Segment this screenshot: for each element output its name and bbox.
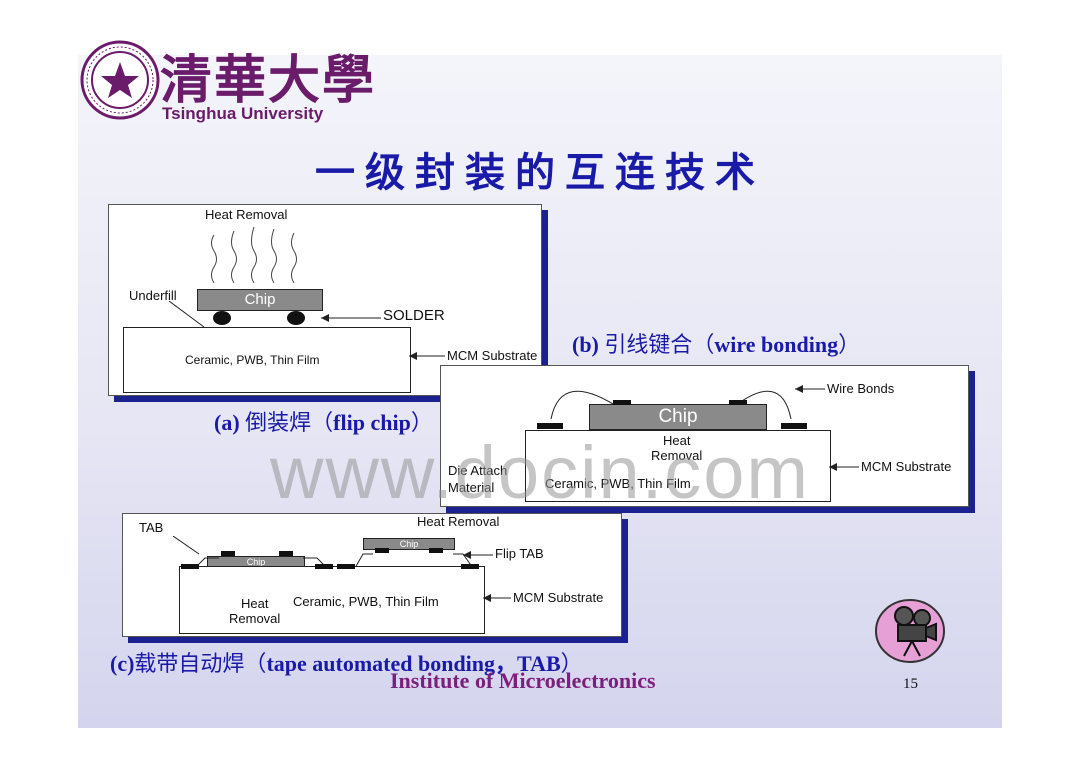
caption-a: (a) 倒装焊（flip chip） — [214, 410, 433, 435]
substrate-label: Ceramic, PWB, Thin Film — [545, 476, 691, 491]
flip-tab-pad — [375, 548, 389, 553]
heat-removal-label: Heat Removal — [205, 207, 288, 222]
chip-block: Chip — [589, 404, 767, 430]
watermark-text: www.docin.com — [270, 431, 811, 514]
underfill-label: Underfill — [129, 288, 177, 303]
die-attach-label: Die Attach — [448, 463, 508, 478]
chip-block: Chip — [197, 289, 323, 311]
bond-pad — [781, 423, 807, 429]
page-number: 15 — [903, 676, 918, 692]
mcm-substrate-label: MCM Substrate — [513, 590, 604, 605]
substrate-pad — [461, 564, 479, 569]
footer-institute: Institute of Microelectronics — [390, 668, 656, 693]
wire-bonds-arrow — [795, 385, 825, 393]
substrate-block — [123, 327, 411, 393]
panel-wire-bonding: Wire Bonds Chip Heat Removal MCM Substra… — [440, 365, 969, 507]
mcm-substrate-label: MCM Substrate — [447, 348, 538, 363]
panel-flip-chip: Heat Removal Underfill Chip SOLDER Ceram… — [108, 204, 542, 396]
bond-pad — [537, 423, 563, 429]
solder-ball — [287, 311, 305, 325]
solder-label: SOLDER — [383, 307, 445, 324]
flip-tab-pad — [429, 548, 443, 553]
chip-pad — [613, 400, 631, 405]
flip-tab-label: Flip TAB — [495, 546, 544, 561]
removal-label: Removal — [229, 611, 281, 626]
substrate-pad — [337, 564, 355, 569]
logo-chinese-text: 清華大學 — [160, 50, 377, 111]
heat-removal-top-label: Heat Removal — [417, 514, 500, 529]
tab-pad — [221, 551, 235, 556]
page-title: 一级封装的互连技术 — [315, 149, 765, 196]
panel-tab: TAB Heat Removal Chip Chip Flip TAB Heat… — [122, 513, 622, 637]
heat-arrows-icon — [211, 226, 297, 284]
movie-camera-icon — [874, 598, 946, 664]
chip-pad — [729, 400, 747, 405]
wire-bonds-label: Wire Bonds — [827, 381, 895, 396]
material-label: Material — [448, 480, 495, 495]
flip-tab-arrow — [463, 551, 493, 559]
mcm-substrate-label: MCM Substrate — [861, 459, 952, 474]
heat-label: Heat — [663, 433, 691, 448]
caption-b: (b) 引线键合（wire bonding） — [572, 332, 861, 357]
substrate-pad — [315, 564, 333, 569]
solder-ball — [213, 311, 231, 325]
flip-chip-block: Chip — [363, 538, 455, 550]
substrate-label: Ceramic, PWB, Thin Film — [293, 594, 439, 609]
mcm-arrow — [409, 352, 445, 360]
substrate-pad — [181, 564, 199, 569]
underfill-pointer — [169, 301, 205, 328]
tab-label: TAB — [139, 520, 164, 535]
solder-arrow — [321, 314, 381, 322]
mcm-arrow — [829, 463, 859, 471]
mcm-arrow — [483, 594, 511, 602]
removal-label: Removal — [651, 448, 703, 463]
substrate-block — [525, 430, 831, 502]
tsinghua-seal-icon — [80, 40, 160, 120]
heat-label: Heat — [241, 596, 269, 611]
substrate-label: Ceramic, PWB, Thin Film — [185, 353, 320, 367]
tab-pad — [279, 551, 293, 556]
caption-c: (c)载带自动焊（tape automated bonding，TAB） — [110, 651, 583, 676]
tab-pointer — [173, 536, 200, 555]
logo-english-text: Tsinghua University — [162, 104, 324, 123]
